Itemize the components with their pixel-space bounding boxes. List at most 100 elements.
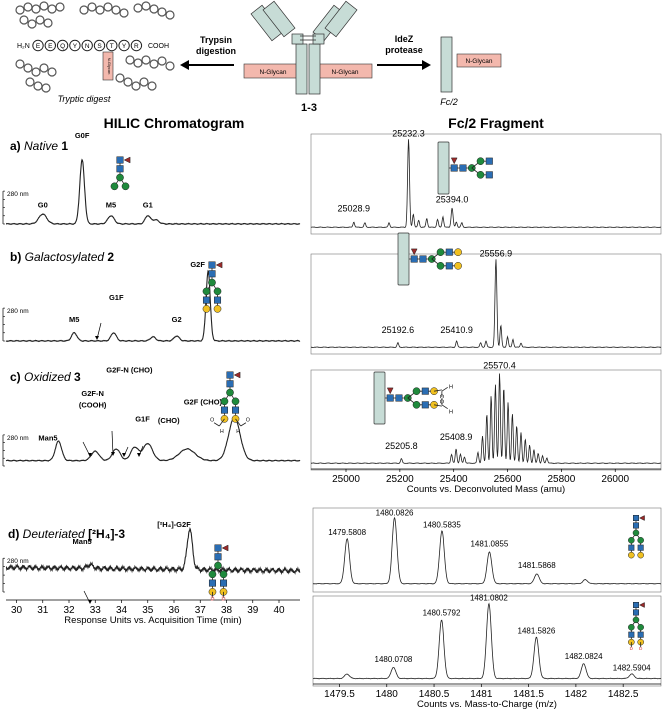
mannose-circle [637, 537, 644, 544]
hilic-c-annotation: G2F (CHO) [184, 397, 223, 406]
hilic-d-x-tick-label: 32 [63, 605, 75, 616]
peptide-glycan-tag-label: N-Glycan [107, 58, 112, 75]
hilic-b-annotation: G1F [109, 293, 124, 302]
peptide-bead [115, 73, 125, 83]
glcnac-square [214, 544, 222, 552]
peptide-residue-letter: Y [122, 43, 127, 50]
mass-c-trace [311, 373, 661, 465]
glcnac-square [628, 631, 635, 638]
mannose-circle [231, 397, 240, 406]
mannose-circle [476, 157, 485, 166]
fucose-triangle [123, 156, 131, 164]
hilic-d-annotation: [²H₄]-G2F [157, 520, 191, 529]
glycan-symbols: OHOHDDDDOHOH [110, 141, 645, 651]
glcnac-square [410, 255, 418, 263]
hilic-c-annotation: (CHO) [158, 416, 180, 425]
panel-a-label: a) Native 1 [10, 139, 68, 153]
hilic-d-x-tick-label: 40 [273, 605, 285, 616]
peptide-bead [43, 18, 53, 28]
peptide-bead [87, 2, 97, 12]
mz-bottom-x-tick-label: 1480 [376, 689, 399, 700]
mass-b-annotation: 25192.6 [382, 325, 415, 335]
deuterium-label: D [222, 597, 226, 603]
mz-bottom-x-tick-label: 1482.5 [608, 689, 639, 700]
mannose-circle [436, 262, 445, 270]
fucose-triangle [221, 544, 229, 552]
mass-a-annotation: 25232.3 [392, 129, 425, 139]
mz-bottom-annotation: 1480.5792 [423, 609, 461, 618]
panel-c-label: c) Oxidized 3 [10, 370, 81, 384]
aldehyde-hydrogen: H [220, 429, 224, 435]
peptide-residue-letter: E [36, 43, 41, 50]
peptide-residue-letter: Q [60, 43, 65, 50]
mz-bottom-annotation: 1482.0824 [565, 652, 603, 661]
hilic-b-intensity-label: 280 nm [7, 308, 29, 315]
peptide-residue-circle [106, 39, 118, 52]
glcnac-square [633, 515, 639, 521]
fucose-triangle [450, 157, 458, 165]
glcnac-square [220, 579, 228, 587]
peptide-bead [133, 3, 143, 13]
mass-a-frame [310, 133, 662, 235]
mz-top-chart: 1479.58081480.08261480.58351481.08551481… [312, 509, 662, 585]
aldehyde-hydrogen: H [236, 429, 240, 435]
mass-c-x-tick-label: 25200 [386, 474, 414, 485]
hilic-c-annotation: G1F [135, 415, 150, 424]
hilic-a-annotation: G0 [38, 201, 48, 210]
mannose-circle [208, 278, 216, 287]
peptide-bead [33, 81, 43, 91]
glcnac-square [450, 164, 458, 172]
annotation-arrowhead [137, 453, 141, 457]
peptide-residue-circle [32, 39, 44, 52]
mass-b-frame [310, 253, 662, 355]
glycan-bond [213, 422, 220, 427]
antibody-glycan-right-label: N-Glycan [331, 69, 358, 76]
mz-bottom-x-tick-label: 1479.5 [324, 689, 355, 700]
annotation-arrowhead [111, 452, 115, 456]
glcnac-square [633, 609, 639, 616]
peptide-bead [149, 59, 159, 69]
mannose-circle [628, 537, 635, 544]
hilic-a-trace [6, 158, 301, 226]
mz-bottom-x-tick-label: 1481 [470, 689, 493, 700]
peptide-residue-circle [44, 39, 56, 52]
aldehyde-hydrogen: H [449, 384, 453, 390]
aldehyde-oxygen: O [246, 417, 250, 423]
hilic-d-x-tick-label: 35 [142, 605, 154, 616]
mz-bottom-annotation: 1481.0802 [470, 594, 508, 603]
glcnac-square [628, 544, 635, 551]
fc2-glycan-tag [456, 53, 502, 68]
glcnac-square [421, 387, 429, 395]
mannose-circle [219, 570, 228, 579]
glycan-bond [434, 389, 442, 392]
mz-top-annotation: 1481.0855 [470, 540, 508, 549]
hilic-c-annotation: (COOH) [79, 401, 107, 410]
mannose-circle [213, 287, 222, 296]
peptide-bead [23, 63, 33, 73]
glycan-horizontal [437, 141, 493, 195]
hilic-d-intensity-label: 280 nm [7, 558, 29, 565]
hilic-b-annotation: G2 [172, 315, 182, 324]
hilic-a-annotation: G1 [143, 201, 153, 210]
fucose-triangle [233, 371, 241, 379]
peptide-bead [123, 77, 133, 87]
glcnac-square [208, 261, 216, 269]
mannose-circle [121, 182, 130, 191]
trypsin-arrow: Trypsin digestion [180, 35, 236, 70]
glcnac-square [633, 522, 639, 529]
glcnac-square [116, 165, 124, 173]
hilic-a-annotation: M5 [106, 201, 116, 210]
peptide-bead [41, 83, 51, 93]
hilic-c-annotation: G2F-N (CHO) [106, 366, 153, 375]
antibody-fc-chains [291, 33, 325, 95]
hilic-d-x-tick-label: 31 [37, 605, 49, 616]
glycan-bond [441, 404, 448, 410]
mz-top-annotation: 1479.5808 [328, 528, 366, 537]
mz-top-trace [312, 516, 662, 585]
glycan-bond [235, 418, 242, 427]
fc2-chain [440, 36, 453, 93]
